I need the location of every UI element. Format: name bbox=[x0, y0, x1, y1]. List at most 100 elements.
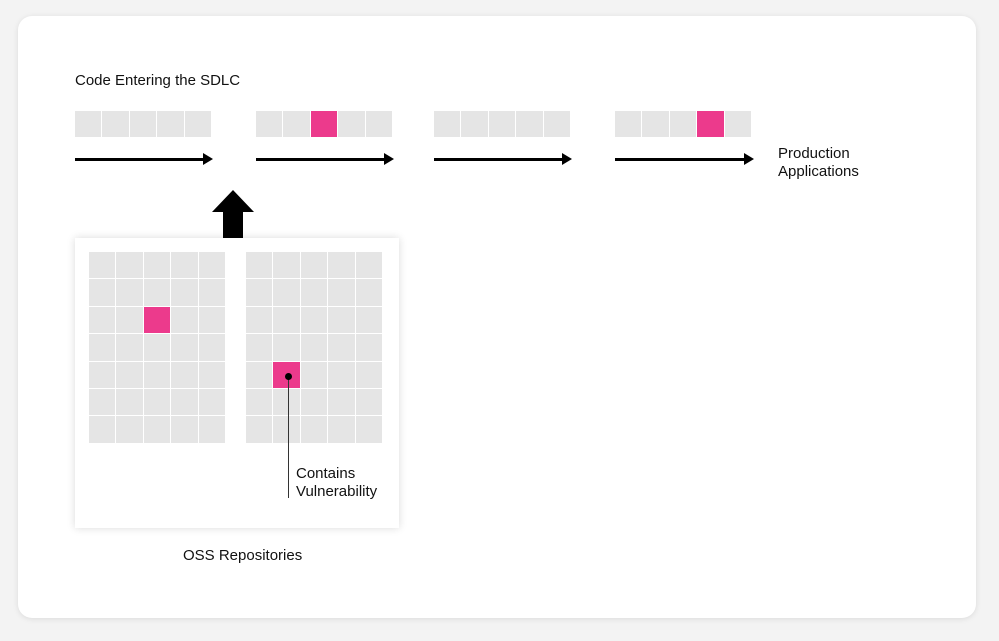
package-cell bbox=[246, 252, 273, 279]
package-cell bbox=[328, 279, 355, 306]
package-cell bbox=[300, 388, 328, 416]
package-cell bbox=[355, 416, 382, 443]
code-cell bbox=[283, 111, 310, 137]
package-cell bbox=[273, 388, 300, 416]
package-cell bbox=[116, 416, 143, 443]
package-cell bbox=[89, 388, 116, 416]
code-cell bbox=[516, 111, 543, 137]
package-cell bbox=[198, 361, 225, 388]
oss-repositories-label: OSS Repositories bbox=[183, 547, 303, 564]
package-cell bbox=[273, 279, 300, 306]
vulnerability-label-line1: Contains bbox=[296, 465, 356, 482]
package-cell bbox=[300, 416, 328, 443]
oss-repository-grid-1 bbox=[89, 252, 225, 443]
code-cell bbox=[157, 111, 184, 137]
package-cell bbox=[116, 306, 143, 334]
package-cell bbox=[300, 334, 328, 361]
production-label-line2: Applications bbox=[778, 163, 859, 180]
package-cell bbox=[116, 279, 143, 306]
code-cell bbox=[184, 111, 211, 137]
sdlc-stage-4 bbox=[615, 111, 751, 137]
code-cell bbox=[642, 111, 669, 137]
package-cell bbox=[355, 388, 382, 416]
sdlc-stage-3 bbox=[434, 111, 570, 137]
flow-arrow-3 bbox=[434, 152, 572, 166]
package-cell bbox=[246, 388, 273, 416]
vulnerability-label: Contains Vulnerability bbox=[296, 465, 377, 501]
package-cell bbox=[171, 252, 198, 279]
package-cell bbox=[198, 279, 225, 306]
package-cell bbox=[328, 306, 355, 334]
package-cell bbox=[171, 416, 198, 443]
package-cell bbox=[328, 334, 355, 361]
package-cell bbox=[143, 252, 171, 279]
code-cell bbox=[102, 111, 129, 137]
package-cell bbox=[143, 388, 171, 416]
code-cell bbox=[75, 111, 102, 137]
sdlc-title: Code Entering the SDLC bbox=[75, 72, 241, 89]
package-cell bbox=[171, 334, 198, 361]
code-cell bbox=[724, 111, 751, 137]
package-cell bbox=[116, 361, 143, 388]
package-cell bbox=[355, 334, 382, 361]
package-cell bbox=[355, 252, 382, 279]
package-cell bbox=[300, 279, 328, 306]
package-cell bbox=[328, 361, 355, 388]
code-cell bbox=[256, 111, 283, 137]
oss-repository-grid-2 bbox=[246, 252, 382, 443]
vulnerability-marker-dot bbox=[285, 373, 292, 380]
vulnerable-package-cell bbox=[143, 306, 171, 334]
package-cell bbox=[273, 252, 300, 279]
package-cell bbox=[89, 306, 116, 334]
code-cell bbox=[365, 111, 392, 137]
package-cell bbox=[198, 334, 225, 361]
code-cell bbox=[669, 111, 697, 137]
package-cell bbox=[89, 334, 116, 361]
code-cell bbox=[434, 111, 461, 137]
package-cell bbox=[171, 279, 198, 306]
package-cell bbox=[300, 252, 328, 279]
package-cell bbox=[143, 334, 171, 361]
production-applications-label: Production Applications bbox=[778, 145, 859, 181]
package-cell bbox=[143, 279, 171, 306]
package-cell bbox=[246, 306, 273, 334]
code-cell bbox=[338, 111, 365, 137]
package-cell bbox=[198, 252, 225, 279]
package-cell bbox=[328, 388, 355, 416]
code-cell bbox=[615, 111, 642, 137]
flow-arrow-1 bbox=[75, 152, 213, 166]
flow-arrow-4 bbox=[615, 152, 754, 166]
package-cell bbox=[246, 416, 273, 443]
package-cell bbox=[171, 306, 198, 334]
package-cell bbox=[300, 306, 328, 334]
package-cell bbox=[116, 388, 143, 416]
package-cell bbox=[273, 306, 300, 334]
flow-arrow-2 bbox=[256, 152, 394, 166]
vulnerable-code-cell bbox=[697, 111, 724, 137]
package-cell bbox=[89, 361, 116, 388]
package-cell bbox=[89, 416, 116, 443]
package-cell bbox=[89, 252, 116, 279]
package-cell bbox=[355, 279, 382, 306]
package-cell bbox=[116, 252, 143, 279]
package-cell bbox=[246, 334, 273, 361]
package-cell bbox=[355, 361, 382, 388]
code-cell bbox=[461, 111, 488, 137]
sdlc-stage-1 bbox=[75, 111, 211, 137]
vulnerability-leader-line bbox=[288, 376, 289, 498]
code-cell bbox=[488, 111, 516, 137]
vulnerability-label-line2: Vulnerability bbox=[296, 483, 378, 500]
package-cell bbox=[198, 388, 225, 416]
package-cell bbox=[273, 416, 300, 443]
package-cell bbox=[89, 279, 116, 306]
package-cell bbox=[328, 252, 355, 279]
package-cell bbox=[116, 334, 143, 361]
package-cell bbox=[143, 361, 171, 388]
package-cell bbox=[246, 279, 273, 306]
package-cell bbox=[300, 361, 328, 388]
package-cell bbox=[328, 416, 355, 443]
package-cell bbox=[198, 306, 225, 334]
package-cell bbox=[171, 361, 198, 388]
production-label-line1: Production bbox=[778, 145, 850, 162]
sdlc-stage-2 bbox=[256, 111, 392, 137]
